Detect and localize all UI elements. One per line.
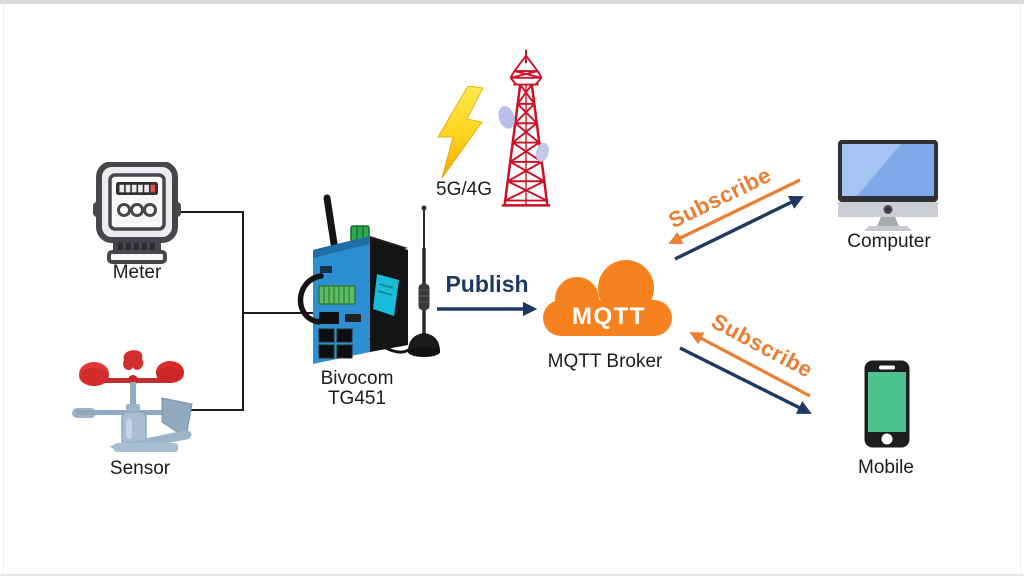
right-border: [1020, 4, 1021, 576]
subscribe-computer-arrows: [668, 178, 804, 261]
cloud-shape: [543, 260, 672, 336]
cellular-label: 5G/4G: [436, 179, 492, 200]
router-label-line2: TG451: [327, 388, 387, 409]
data-arrow-navy: [674, 195, 804, 261]
mqtt-cloud-icon: MQTT: [543, 260, 672, 336]
data-arrow-navy: [679, 346, 812, 414]
broker-label: MQTT Broker: [547, 351, 663, 372]
meter-label: Meter: [112, 262, 162, 283]
subscribe-arrow-orange: [689, 332, 811, 398]
bus-vertical-line: [242, 211, 244, 411]
mobile-label: Mobile: [858, 457, 914, 478]
desktop-computer-icon: [838, 140, 938, 231]
publish-arrow: [437, 301, 538, 317]
publish-label: Publish: [445, 271, 529, 297]
electric-meter-icon: [93, 162, 181, 264]
meter-connector-line: [174, 211, 244, 213]
cellular-router-icon: [297, 194, 440, 364]
cloud-text: MQTT: [572, 303, 646, 330]
cell-tower-icon: [498, 49, 551, 207]
left-border: [3, 4, 4, 576]
sensor-label: Sensor: [109, 458, 171, 479]
router-branch-line: [242, 312, 324, 314]
bottom-border: [0, 574, 1024, 576]
wind-sensor-icon: [72, 350, 193, 452]
subscribe-arrow-orange: [668, 178, 801, 244]
router-label-line1: Bivocom: [320, 368, 394, 389]
router-label: Bivocom TG451: [297, 369, 417, 409]
top-border: [0, 0, 1024, 4]
sensor-connector-line: [172, 409, 244, 411]
subscribe-mobile-arrows: [679, 332, 812, 414]
lightning-bolt-icon: [437, 86, 484, 178]
smartphone-icon: [864, 360, 910, 448]
computer-label: Computer: [847, 231, 931, 252]
